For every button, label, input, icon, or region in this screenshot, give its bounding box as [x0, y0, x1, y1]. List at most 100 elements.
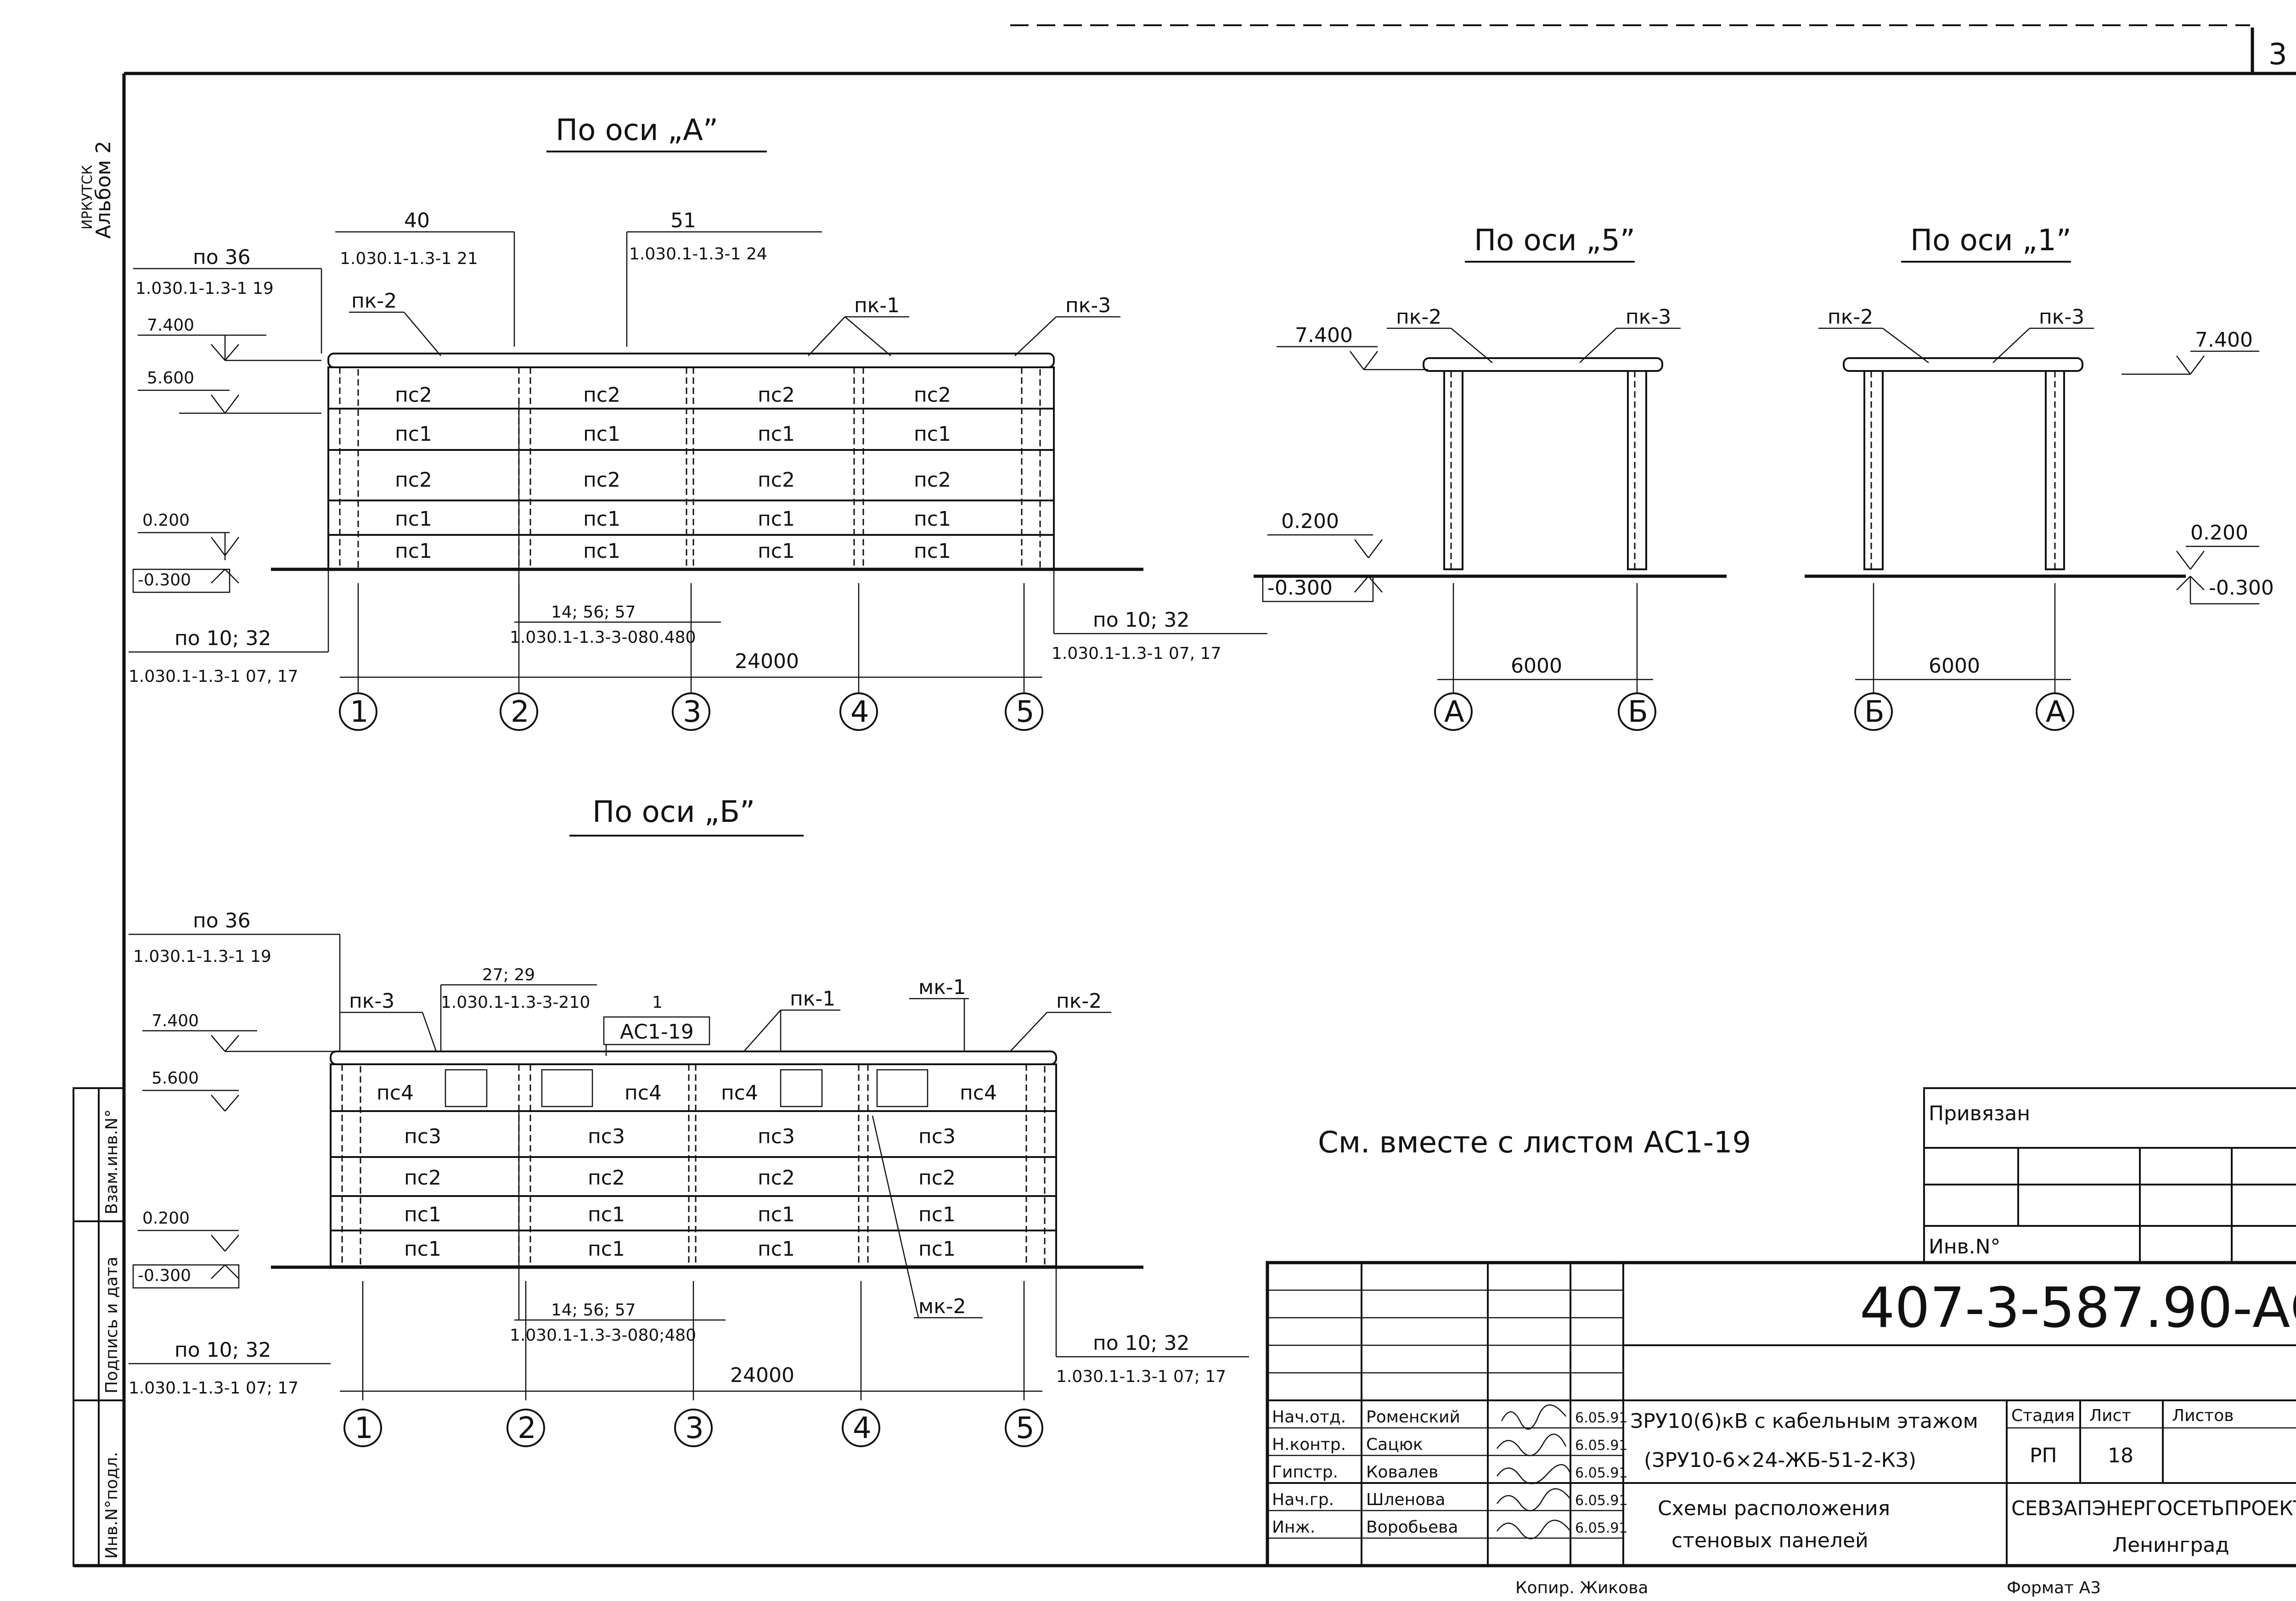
svg-text:пс2: пс2 [583, 468, 620, 492]
svg-text:по 10; 32: по 10; 32 [1093, 608, 1189, 632]
svg-text:1.030.1-1.3-1 07, 17: 1.030.1-1.3-1 07, 17 [129, 667, 298, 686]
svg-text:1.030.1-1.3-1 21: 1.030.1-1.3-1 21 [340, 249, 478, 268]
elevation-1: По оси „1” пк-2 пк-3 7.400 0.200 -0.300 … [1805, 224, 2274, 731]
svg-text:пс1: пс1 [758, 507, 795, 531]
svg-text:7.400: 7.400 [1295, 324, 1353, 347]
signatures [1496, 1404, 1571, 1539]
svg-text:пс1: пс1 [758, 422, 795, 446]
svg-text:Взам.инв.N°: Взам.инв.N° [102, 1109, 121, 1214]
format-label: Формат А3 [2007, 1579, 2101, 1597]
svg-text:1.030.1-1.3-1 24: 1.030.1-1.3-1 24 [629, 245, 767, 264]
svg-text:-0.300: -0.300 [138, 1266, 191, 1285]
svg-text:пс1: пс1 [395, 539, 432, 563]
svg-text:Сацюк: Сацюк [1366, 1435, 1423, 1454]
title-block: 407-3-587.90-АС1 Нач.отд. Н.контр. Гипст… [1266, 1261, 2296, 1567]
svg-text:стеновых панелей: стеновых панелей [1671, 1529, 1868, 1552]
svg-text:4: 4 [853, 1411, 872, 1445]
svg-text:Роменский: Роменский [1366, 1408, 1460, 1427]
svg-text:пс1: пс1 [758, 1203, 795, 1226]
title-1: По оси „1” [1910, 224, 2071, 258]
archive-label: Альбом 2 [92, 141, 115, 239]
svg-text:1: 1 [652, 993, 663, 1012]
doc-code: 407-3-587.90-АС1 [1860, 1276, 2296, 1340]
svg-text:пс1: пс1 [914, 507, 951, 531]
svg-text:пс1: пс1 [918, 1237, 956, 1261]
svg-text:6.05.91: 6.05.91 [1575, 1493, 1628, 1509]
svg-text:1.030.1-1.3-1 07; 17: 1.030.1-1.3-1 07; 17 [1056, 1367, 1226, 1386]
svg-text:пс1: пс1 [404, 1203, 441, 1226]
note-text: См. вместе с листом АС1-19 [1318, 1126, 1751, 1160]
elevation-b: По оси „Б” по 36 1.030.1-1.3-1 19 пк-3 2… [129, 795, 1249, 1447]
svg-text:по 10; 32: по 10; 32 [174, 1338, 271, 1362]
svg-text:6.05.91: 6.05.91 [1575, 1465, 1628, 1481]
svg-text:пс1: пс1 [758, 539, 795, 563]
svg-text:пс2: пс2 [914, 383, 951, 407]
svg-text:мк-1: мк-1 [918, 976, 966, 999]
svg-text:14; 56; 57: 14; 56; 57 [551, 603, 636, 622]
svg-text:18: 18 [2108, 1444, 2133, 1467]
svg-text:3: 3 [685, 1411, 704, 1445]
svg-text:2: 2 [511, 695, 529, 729]
svg-text:пс4: пс4 [625, 1081, 662, 1105]
svg-text:6.05.91: 6.05.91 [1575, 1438, 1628, 1454]
svg-text:мк-2: мк-2 [918, 1295, 966, 1318]
svg-text:7.400: 7.400 [152, 1011, 199, 1030]
svg-text:Инж.: Инж. [1272, 1518, 1315, 1537]
svg-text:Инв.N°: Инв.N° [1929, 1235, 2001, 1258]
svg-text:6.05.91: 6.05.91 [1575, 1520, 1628, 1536]
svg-text:2: 2 [518, 1411, 536, 1445]
svg-text:3: 3 [683, 695, 702, 729]
svg-text:пс1: пс1 [583, 422, 620, 446]
svg-text:ЗРУ10(6)кВ с кабельным этажом: ЗРУ10(6)кВ с кабельным этажом [1630, 1410, 1978, 1433]
svg-text:пс2: пс2 [758, 468, 795, 492]
svg-text:пс1: пс1 [758, 1237, 795, 1261]
svg-text:пс1: пс1 [404, 1237, 441, 1261]
svg-text:пс3: пс3 [588, 1125, 625, 1148]
svg-text:Нач.отд.: Нач.отд. [1272, 1408, 1346, 1427]
svg-text:пс1: пс1 [583, 539, 620, 563]
title-5: По оси „5” [1474, 224, 1635, 258]
svg-text:27; 29: 27; 29 [482, 966, 535, 984]
svg-text:Листов: Листов [2172, 1406, 2234, 1425]
svg-text:пс2: пс2 [758, 1166, 795, 1190]
sheet-corner-number: 3 [2268, 38, 2287, 72]
svg-text:пс1: пс1 [914, 539, 951, 563]
svg-text:Шленова: Шленова [1366, 1490, 1446, 1509]
svg-text:по 36: по 36 [193, 246, 251, 269]
svg-text:пс1: пс1 [588, 1237, 625, 1261]
svg-text:пс3: пс3 [758, 1125, 795, 1148]
svg-text:1: 1 [355, 1411, 373, 1445]
svg-text:пс1: пс1 [583, 507, 620, 531]
svg-text:0.200: 0.200 [142, 511, 190, 530]
svg-text:Подпись и дата: Подпись и дата [102, 1257, 121, 1393]
svg-text:0.200: 0.200 [1281, 510, 1339, 533]
svg-text:пс2: пс2 [918, 1166, 956, 1190]
svg-text:пс1: пс1 [588, 1203, 625, 1226]
svg-text:Н.контр.: Н.контр. [1272, 1435, 1346, 1454]
svg-text:Гипстр.: Гипстр. [1272, 1463, 1338, 1482]
svg-text:7.400: 7.400 [147, 316, 194, 335]
svg-text:1.030.1-1.3-1 19: 1.030.1-1.3-1 19 [133, 947, 271, 966]
side-stamp: Инв.N°подл. Подпись и дата Взам.инв.N° [73, 1087, 125, 1567]
svg-text:24000: 24000 [735, 650, 799, 673]
svg-text:1: 1 [350, 695, 369, 729]
svg-text:1.030.1-1.3-3-080;480: 1.030.1-1.3-3-080;480 [510, 1326, 696, 1345]
svg-text:пс1: пс1 [395, 422, 432, 446]
svg-text:Нач.гр.: Нач.гр. [1272, 1490, 1334, 1509]
svg-text:пк-1: пк-1 [854, 294, 900, 317]
svg-text:1.030.1-1.3-1 19: 1.030.1-1.3-1 19 [135, 279, 274, 298]
svg-text:пк-2: пк-2 [1396, 305, 1441, 329]
archive-small: ИРКУТСК [79, 165, 96, 230]
svg-text:1.030.1-1.3-3-210: 1.030.1-1.3-3-210 [441, 993, 590, 1012]
svg-text:пк-3: пк-3 [1065, 294, 1111, 317]
svg-text:Воробьева: Воробьева [1366, 1518, 1458, 1537]
svg-text:СЕВЗАПЭНЕРГОСЕТЬПРОЕКТ: СЕВЗАПЭНЕРГОСЕТЬПРОЕКТ [2011, 1497, 2296, 1520]
svg-text:Ковалев: Ковалев [1366, 1463, 1438, 1482]
svg-text:пк-2: пк-2 [1828, 305, 1873, 329]
svg-text:1.030.1-1.3-3-080.480: 1.030.1-1.3-3-080.480 [510, 628, 696, 647]
svg-text:пк-3: пк-3 [1626, 305, 1671, 329]
svg-text:1.030.1-1.3-1 07, 17: 1.030.1-1.3-1 07, 17 [1052, 644, 1221, 663]
svg-text:пк-2: пк-2 [1056, 989, 1102, 1013]
svg-text:40: 40 [404, 209, 430, 232]
